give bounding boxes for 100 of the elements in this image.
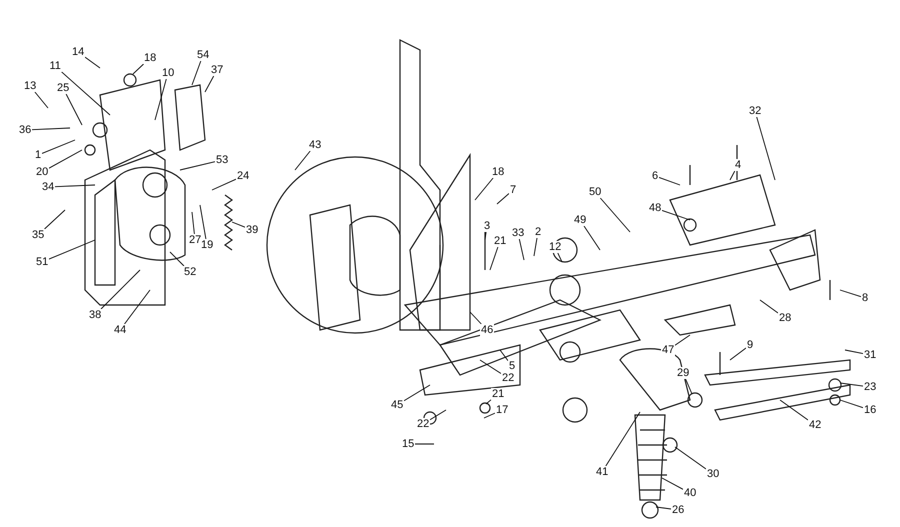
callout-number: 10 (161, 67, 176, 79)
leader-line (685, 378, 692, 394)
callout-number: 14 (71, 46, 86, 58)
callout-number: 21 (491, 388, 506, 400)
callout-number: 27 (188, 234, 202, 246)
callout-number: 2 (534, 226, 542, 238)
callout-number: 19 (200, 239, 214, 251)
callout-number: 35 (31, 229, 46, 241)
leader-line (34, 92, 48, 108)
callout-number: 41 (595, 466, 610, 478)
leader-line (496, 193, 510, 204)
callout-number: 49 (573, 214, 588, 226)
leader-line (124, 290, 150, 324)
callout-number: 28 (778, 312, 792, 324)
leader-line (484, 232, 487, 240)
leader-line (780, 400, 808, 420)
leader-line (844, 350, 864, 354)
leader-line (294, 150, 311, 170)
callout-number: 7 (509, 184, 518, 196)
callout-number: 50 (588, 186, 602, 198)
callout-number: 23 (863, 381, 878, 393)
leader-line (44, 210, 66, 230)
callout-number: 45 (390, 399, 404, 411)
leader-line (154, 78, 167, 120)
leader-line (486, 399, 492, 404)
callout-number: 3 (483, 220, 492, 232)
leader-line (430, 410, 446, 420)
callout-number: 33 (511, 227, 526, 239)
leader-line (484, 412, 496, 418)
leader-line (518, 238, 524, 260)
leader-line (730, 170, 736, 180)
leader-line (232, 222, 246, 228)
callout-number: 12 (548, 241, 562, 253)
leader-line (66, 94, 82, 126)
callout-number: 39 (245, 224, 260, 236)
leader-line (760, 300, 778, 314)
callout-number: 30 (706, 468, 720, 480)
leader-line (534, 238, 538, 256)
callout-number: 32 (748, 105, 762, 117)
callout-number: 31 (863, 349, 878, 361)
callout-number: 43 (308, 139, 322, 151)
leader-line (132, 64, 144, 74)
callout-number: 6 (651, 170, 660, 182)
callout-number: 8 (861, 292, 870, 304)
leader-line (674, 334, 690, 346)
callout-number: 9 (746, 339, 754, 351)
leader-line (54, 184, 96, 188)
leader-line (656, 506, 672, 510)
leader-line (840, 400, 864, 408)
callout-number: 13 (23, 80, 38, 92)
leader-line (212, 178, 236, 190)
callout-number: 47 (661, 344, 676, 356)
leader-line (490, 246, 498, 270)
leader-line (480, 360, 502, 374)
callout-number: 34 (41, 181, 56, 193)
callout-number: 40 (683, 487, 698, 499)
leader-line (840, 290, 862, 298)
callout-number: 48 (648, 202, 662, 214)
leader-line (756, 116, 776, 180)
leader-line (48, 240, 96, 260)
leader-line (674, 446, 706, 470)
callout-number: 53 (215, 154, 230, 166)
leader-line (500, 350, 508, 362)
leader-line (730, 348, 746, 360)
callout-number: 21 (493, 235, 508, 247)
callout-number: 18 (491, 166, 506, 178)
callout-number: 46 (480, 324, 494, 336)
callout-number: 15 (401, 438, 416, 450)
leader-line (600, 198, 630, 232)
leader-line (42, 140, 76, 154)
leader-line (662, 210, 690, 220)
callout-number: 29 (676, 367, 690, 379)
leader-line (192, 212, 195, 234)
callout-number: 20 (35, 166, 50, 178)
leader-line (662, 478, 684, 490)
leader-line (84, 56, 100, 68)
leader-line (48, 150, 82, 169)
callout-number: 18 (143, 52, 158, 64)
leader-line (605, 412, 640, 466)
callout-number: 44 (113, 324, 128, 336)
callout-number: 11 (48, 60, 62, 72)
leader-line (840, 382, 864, 387)
leader-line (204, 76, 214, 92)
callout-number: 54 (196, 49, 210, 61)
callout-number: 24 (236, 170, 250, 182)
callout-number: 37 (210, 64, 224, 76)
callout-number: 22 (416, 418, 430, 430)
callout-number: 5 (508, 360, 516, 372)
leader-line (474, 178, 494, 200)
leader-line (100, 270, 140, 310)
leader-line (32, 128, 70, 130)
callout-number: 26 (671, 504, 686, 516)
callout-number: 17 (495, 404, 510, 416)
callout-number: 42 (808, 419, 822, 431)
leader-line (192, 60, 202, 86)
leader-line (200, 204, 206, 240)
callout-number: 22 (501, 372, 516, 384)
callout-number: 16 (863, 404, 878, 416)
callout-number: 38 (88, 309, 102, 321)
callout-number: 1 (34, 149, 42, 161)
